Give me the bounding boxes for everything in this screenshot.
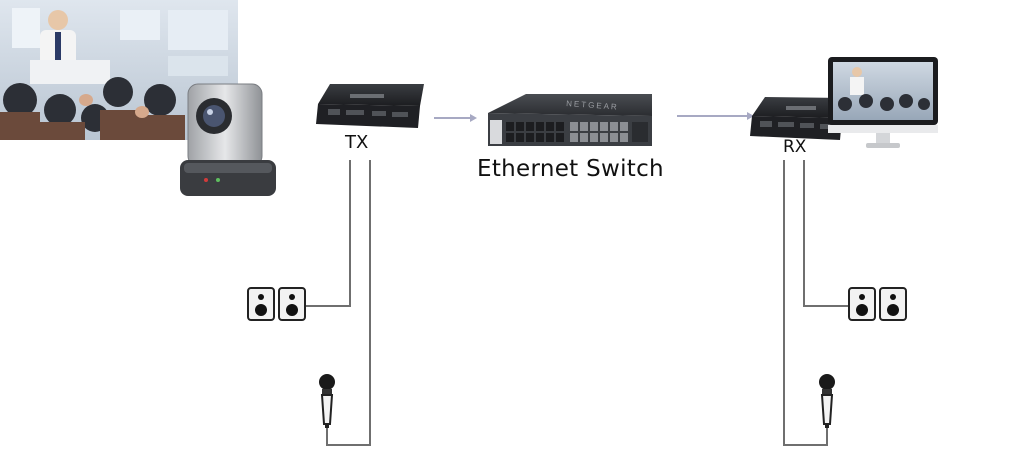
cables bbox=[306, 160, 848, 446]
transmitter-device-icon bbox=[316, 84, 424, 128]
speaker-pair-icon-right bbox=[848, 287, 907, 321]
arrow-switch-to-rx bbox=[677, 112, 754, 120]
rx-label: RX bbox=[783, 137, 807, 157]
speaker-pair-icon-left bbox=[247, 287, 306, 321]
cable-rx-speakers bbox=[803, 160, 848, 307]
presenter-audience-photo bbox=[0, 0, 238, 140]
network-switch-icon: NETGEAR bbox=[488, 94, 652, 146]
cable-tx-speakers bbox=[306, 160, 351, 307]
ptz-camera-icon bbox=[180, 83, 276, 196]
microphone-icon-right bbox=[819, 374, 835, 428]
receiver-device-icon bbox=[750, 97, 846, 140]
arrow-tx-to-switch bbox=[434, 114, 477, 122]
cable-tx-mic bbox=[326, 160, 371, 446]
monitor-icon bbox=[828, 57, 938, 148]
ethernet-switch-label: Ethernet Switch bbox=[477, 156, 664, 182]
tx-label: TX bbox=[345, 132, 369, 153]
microphone-icon-left bbox=[319, 374, 335, 428]
switch-brand-text: NETGEAR bbox=[566, 99, 619, 112]
cable-rx-mic bbox=[783, 160, 828, 446]
